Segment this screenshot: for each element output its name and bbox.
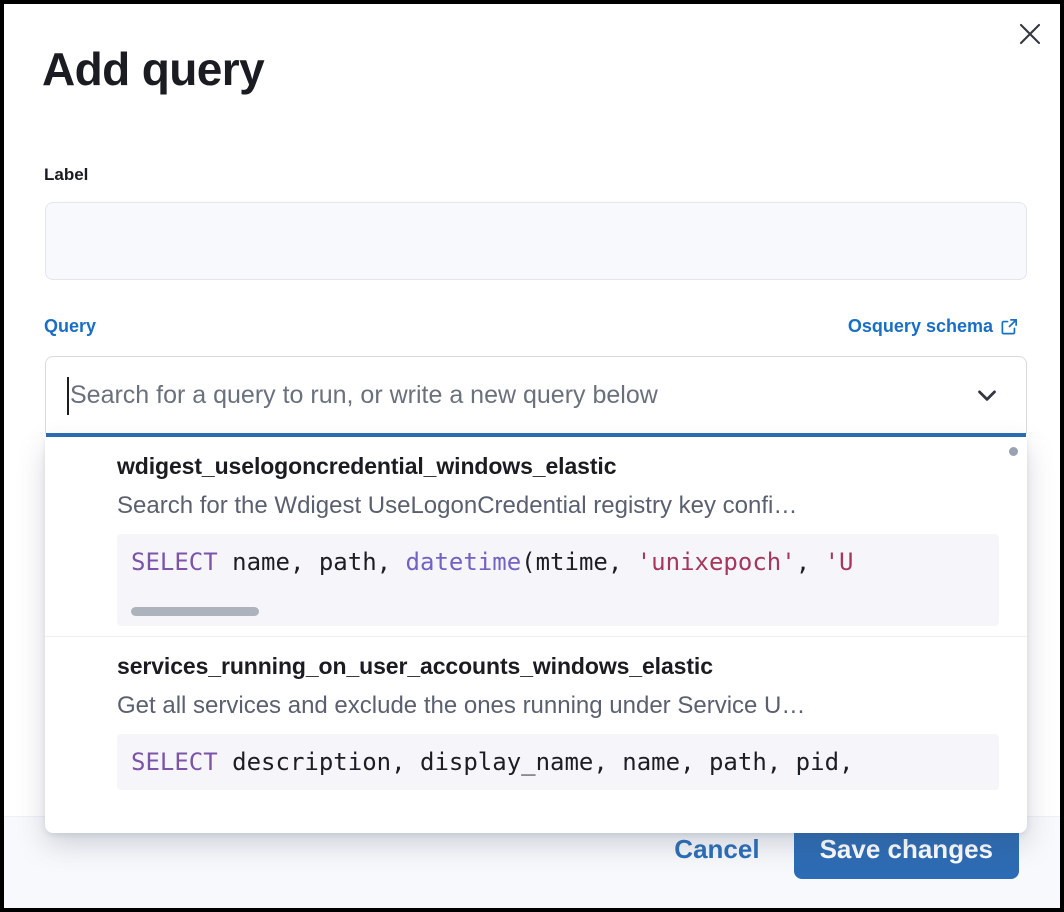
query-option-title: services_running_on_user_accounts_window… [117, 653, 713, 679]
close-button[interactable] [1010, 14, 1050, 54]
query-search-combobox[interactable]: Search for a query to run, or write a ne… [45, 356, 1027, 440]
query-options-list: wdigest_uselogoncredential_windows_elast… [45, 437, 1027, 833]
list-item[interactable]: wdigest_uselogoncredential_windows_elast… [45, 437, 1027, 636]
osquery-schema-link-label: Osquery schema [847, 316, 993, 336]
label-input[interactable] [45, 202, 1027, 280]
query-option-sql-preview[interactable]: SELECT name, path, datetime(mtime, 'unix… [117, 534, 999, 626]
query-options-dropdown: wdigest_uselogoncredential_windows_elast… [45, 437, 1027, 833]
page-title: Add query [42, 43, 265, 95]
query-option-description: Get all services and exclude the ones ru… [117, 692, 806, 719]
query-option-sql-preview[interactable]: SELECT description, display_name, name, … [117, 734, 999, 790]
query-search-placeholder: Search for a query to run, or write a ne… [70, 380, 658, 409]
query-option-title: wdigest_uselogoncredential_windows_elast… [117, 453, 617, 479]
sql-code-line: SELECT description, display_name, name, … [131, 748, 854, 776]
query-option-description: Search for the Wdigest UseLogonCredentia… [117, 492, 798, 519]
query-section-label: Query [44, 316, 97, 336]
chevron-down-icon[interactable] [972, 380, 1002, 410]
close-icon [1017, 21, 1043, 47]
osquery-schema-link[interactable]: Osquery schema [848, 316, 1019, 337]
sql-preview-horizontal-scrollbar[interactable] [131, 607, 259, 616]
sql-code-line: SELECT name, path, datetime(mtime, 'unix… [131, 548, 854, 576]
cancel-button[interactable]: Cancel [652, 822, 781, 877]
external-link-icon [1000, 317, 1019, 336]
label-field-label: Label [44, 165, 89, 184]
dropdown-scrollbar-thumb[interactable] [1009, 447, 1018, 456]
list-item[interactable]: services_running_on_user_accounts_window… [45, 636, 1027, 800]
text-caret [67, 377, 69, 415]
